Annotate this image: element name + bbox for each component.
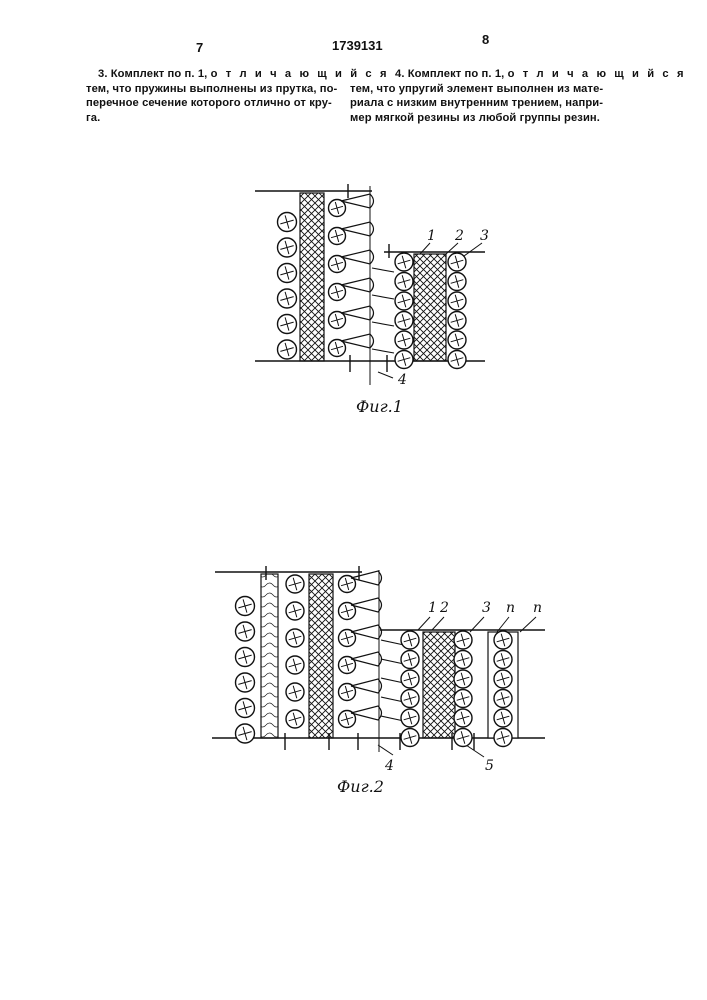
leader-3 [464, 243, 482, 256]
spring-wire [372, 295, 394, 299]
spring-coil [286, 602, 304, 620]
spring-wire [372, 349, 394, 353]
figure-1-caption: Фиг.1 [356, 397, 403, 416]
figure-2-label-3: 3 [482, 600, 491, 616]
figure-2-label-1: 1 [428, 600, 437, 616]
spring-coil [401, 651, 419, 669]
spring-coil [454, 651, 472, 669]
spring-coil [454, 690, 472, 708]
spring-coil [395, 253, 413, 271]
spring-coil [448, 253, 466, 271]
spring-coil [401, 690, 419, 708]
leader-5 [466, 745, 484, 757]
spring-coil [448, 351, 466, 369]
figure-1-label-1: 1 [427, 228, 436, 244]
spring-wire [372, 322, 394, 326]
spring-coil [395, 312, 413, 330]
spring-coil [454, 729, 472, 747]
spring-coil [278, 289, 297, 308]
spring-coil [236, 699, 255, 718]
spring-coil [494, 690, 512, 708]
figure-1 [255, 184, 485, 385]
spring-coil [278, 213, 297, 232]
spring-coil [286, 656, 304, 674]
spring-coil [401, 709, 419, 727]
spring-coil [494, 631, 512, 649]
figure-1-label-4: 4 [397, 372, 407, 388]
leader-4 [378, 745, 393, 755]
spring-coil [494, 651, 512, 669]
spring-coil [278, 340, 297, 359]
spring-coil [454, 631, 472, 649]
spring-coil [278, 315, 297, 334]
spring-coil [286, 710, 304, 728]
figure-2-label-2: 2 [439, 600, 449, 616]
spring-coil [278, 264, 297, 283]
figure-2-label-5: 5 [485, 758, 494, 774]
hatched-body-2 [414, 254, 446, 361]
figure-2 [212, 566, 545, 757]
spring-coil [448, 331, 466, 349]
spring-coil [395, 292, 413, 310]
spring-coil [494, 709, 512, 727]
spring-coil [286, 629, 304, 647]
wavy-body [261, 574, 278, 738]
hatched-body-1 [309, 574, 333, 738]
figure-2-label-4: 4 [384, 758, 394, 774]
spring-coil [454, 709, 472, 727]
hatched-body-2 [423, 632, 455, 738]
spring-coil [448, 312, 466, 330]
spring-coil [395, 273, 413, 291]
spring-coil [286, 575, 304, 593]
spring-coil [286, 683, 304, 701]
spring-coil [448, 292, 466, 310]
spring-coil [401, 670, 419, 688]
hatched-body-1 [300, 193, 324, 361]
spring-coil [395, 351, 413, 369]
spring-coil [236, 648, 255, 667]
leader-4 [378, 372, 393, 378]
spring-coil [454, 670, 472, 688]
leader-1 [418, 617, 430, 630]
spring-coil [236, 597, 255, 616]
spring-coil [401, 729, 419, 747]
figure-2-label-n-2: n [533, 600, 542, 616]
spring-coil [236, 673, 255, 692]
spring-coil [236, 724, 255, 743]
spring-wire [372, 268, 394, 272]
leader-2 [432, 617, 444, 630]
spring-coil [494, 670, 512, 688]
spring-coil [395, 331, 413, 349]
spring-coil [448, 273, 466, 291]
figure-2-label-n-1: n [506, 600, 515, 616]
figure-2-caption: Фиг.2 [337, 777, 384, 796]
spring-coil [494, 729, 512, 747]
spring-coil [401, 631, 419, 649]
figure-1-label-2: 2 [454, 228, 464, 244]
figure-1-label-3: 3 [480, 228, 489, 244]
spring-coil [236, 622, 255, 641]
spring-coil [278, 238, 297, 257]
